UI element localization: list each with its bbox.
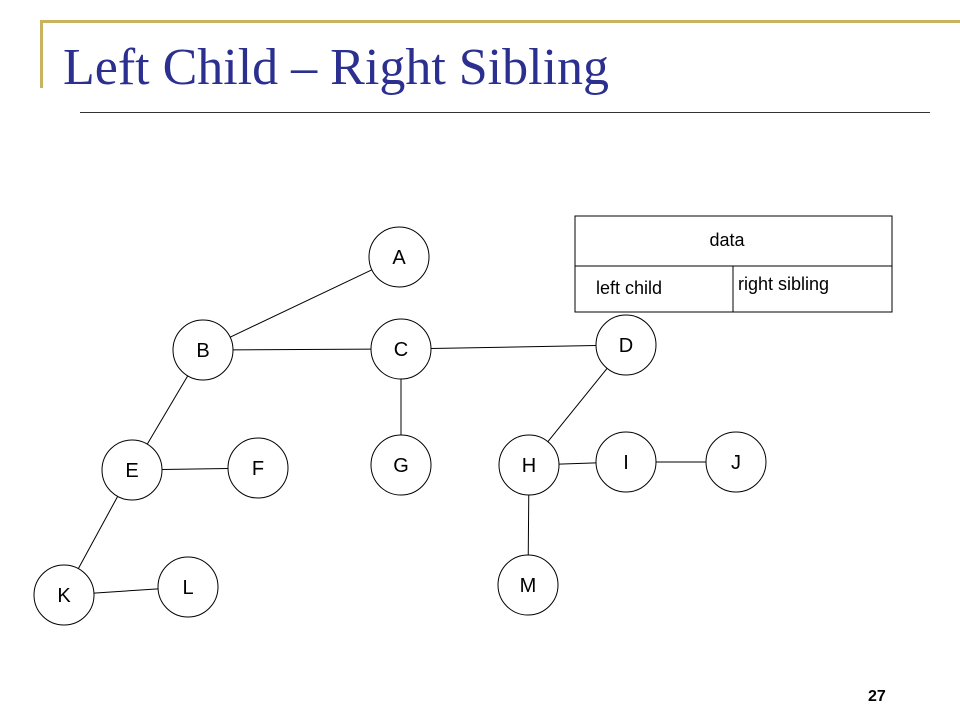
node-circle-l [157,556,219,618]
node-circle-k [33,564,95,626]
node-l: L [157,556,219,618]
node-circle-f [227,437,289,499]
legend-right-sibling-label: right sibling [738,274,829,294]
node-i: I [595,431,657,493]
node-h: H [498,434,560,496]
edges-layer [77,269,706,594]
edge-h-m [527,494,530,556]
node-a: A [368,226,430,288]
node-j: J [705,431,767,493]
slide-title: Left Child – Right Sibling [63,39,610,96]
node-circle-c [370,318,432,380]
edge-d-h [547,368,608,442]
legend-left-child-label: left child [596,278,662,298]
frame-left-border [40,20,43,88]
edge-c-d [430,345,597,349]
node-circle-g [370,434,432,496]
node-label-d: D [619,335,633,357]
node-circle-d [595,314,657,376]
node-label-h: H [522,455,536,477]
node-circle-m [497,554,559,616]
edge-e-f [161,467,229,471]
node-label-g: G [393,455,409,477]
node-label-f: F [252,458,264,480]
node-label-b: B [196,340,209,362]
edge-b-c [232,348,372,351]
edge-e-k [77,496,119,569]
node-d: D [595,314,657,376]
node-e: E [101,439,163,501]
node-b: B [172,319,234,381]
node-k: K [33,564,95,626]
node-c: C [370,318,432,380]
title-underline [80,112,930,113]
edge-a-b [229,269,373,338]
node-circle-j [705,431,767,493]
node-label-i: I [623,452,629,474]
node-label-e: E [125,460,138,482]
page-number: 27 [868,688,886,705]
node-label-m: M [520,575,537,597]
legend-data-label: data [709,230,745,250]
edge-h-i [558,462,597,465]
node-circle-e [101,439,163,501]
node-circle-a [368,226,430,288]
node-circle-h [498,434,560,496]
frame-top-border [40,20,960,23]
node-circle-b [172,319,234,381]
node-label-j: J [731,452,741,474]
node-g: G [370,434,432,496]
nodes-layer: A B C D E F G H I J K L M [33,226,767,626]
node-circle-i [595,431,657,493]
node-label-k: K [57,585,71,607]
edge-k-l [93,588,159,594]
node-label-l: L [182,577,193,599]
node-m: M [497,554,559,616]
edge-b-e [146,375,189,445]
legend-box: data left child right sibling [574,215,893,313]
node-f: F [227,437,289,499]
node-label-a: A [392,247,406,269]
node-label-c: C [394,339,408,361]
